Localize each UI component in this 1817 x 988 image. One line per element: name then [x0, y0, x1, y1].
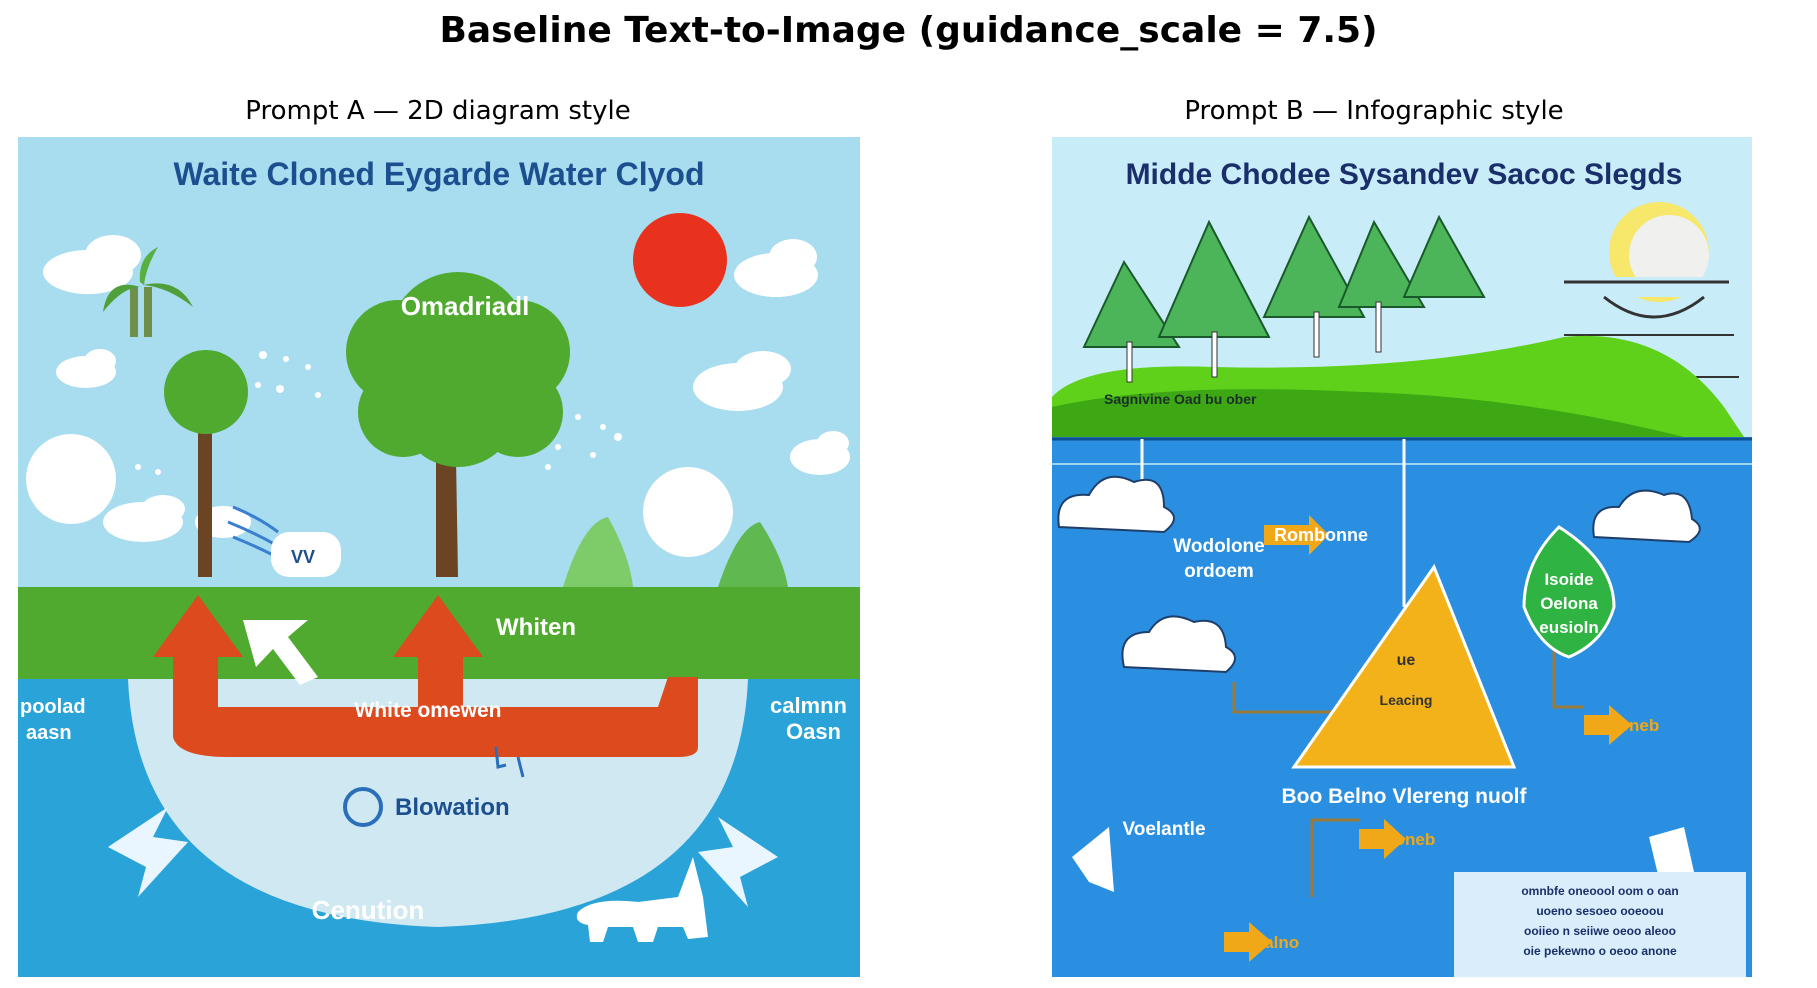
cloud-icon: [1057, 475, 1175, 534]
right-arrow-label: Adoneb: [1596, 716, 1659, 735]
badge-label: VV: [291, 547, 315, 567]
panel-b-heading: Midde Chodee Sysandev Sacoc Slegds: [1126, 158, 1683, 191]
panel-b-title: Prompt B — Infographic style: [1184, 96, 1564, 126]
right-label-1: calmnn: [770, 693, 847, 718]
tree-icon: [164, 350, 248, 577]
rain-drops: [135, 351, 622, 475]
panel-b-image: Midde Chodee Sysandev Sacoc Slegds Sagni…: [964, 137, 1784, 977]
text-box-line: ooiieo n seiiwe oeoo aleoo: [1524, 924, 1676, 938]
sun-icon: [633, 213, 727, 307]
big-tree-icon: [346, 272, 570, 577]
right-label-2: Oasn: [786, 719, 841, 744]
bottom-arrow-label: Meralno: [1234, 933, 1299, 952]
panel-a-image: Waite Cloned Eygarde Water Clyod Omadria…: [18, 137, 860, 977]
left-label-2: aasn: [26, 722, 72, 744]
leaf-icon: [1522, 525, 1616, 659]
sun-icon: [1564, 202, 1739, 378]
text-box-line: uoeno sesoeo ooeoou: [1536, 904, 1663, 918]
cloud-icon: [43, 235, 141, 294]
paper-icon: [1649, 827, 1694, 879]
badge-shape: [271, 532, 341, 577]
text-box: [1454, 872, 1746, 977]
triangle-shape: [1291, 563, 1517, 769]
text-box-line: omnbfe oneoool oom o oan: [1521, 884, 1678, 898]
left-label-1: poolad: [20, 696, 86, 718]
tree-icon: [1082, 214, 1486, 348]
arrow-icon: [1224, 515, 1632, 962]
leaf-label-2: Oelona: [1540, 594, 1598, 613]
tree-trunks: [1126, 301, 1382, 383]
cloud-icon: [734, 239, 818, 297]
white-arrow-icon: [698, 817, 778, 907]
palm-tree-icon: [103, 247, 193, 337]
panel-a-title: Prompt A — 2D diagram style: [245, 96, 631, 126]
cloud-icon: [56, 349, 116, 388]
animal-icon: [576, 857, 708, 942]
hill-text: Sagnivine Oad bu ober: [1104, 391, 1257, 407]
figure-title: Baseline Text-to-Image (guidance_scale =…: [439, 10, 1378, 51]
white-arrow-icon: [108, 807, 188, 897]
arrow-label: White omewen: [354, 699, 501, 722]
white-arrow-icon: [243, 620, 318, 685]
cloud-icon: [693, 351, 791, 411]
tree-label: Omadriadl: [401, 291, 530, 321]
left-label-2: ordoem: [1184, 561, 1254, 582]
cycle-arrow: [153, 595, 698, 757]
wind-lines: [227, 505, 279, 557]
bottom-label-1: Boo Belno Vlereng nuolf: [1282, 785, 1528, 808]
panel-a-heading: Waite Cloned Eygarde Water Clyod: [173, 156, 704, 192]
cloud-icon: [790, 431, 850, 475]
mid-arrow-label: Adoneb: [1372, 830, 1435, 849]
leaf-label-3: eusioln: [1539, 618, 1599, 637]
cloud-icon: [103, 495, 185, 542]
bottom-label-2: Voelantle: [1122, 819, 1205, 840]
bottom-label: Cenution: [312, 895, 425, 925]
text-box-line: oie pekewno o oeoo anone: [1523, 944, 1677, 958]
cloud-icon: [1121, 615, 1236, 674]
drip-marks: [494, 746, 525, 778]
cloud-icon: [1592, 489, 1701, 544]
left-label-1: Wodolone: [1173, 536, 1264, 557]
triangle-label-2: Leacing: [1380, 692, 1433, 708]
sun-small-icon: [343, 787, 383, 827]
hill-shape: [718, 522, 788, 587]
top-arrow-label: Rombonne: [1274, 525, 1368, 545]
center-label: Blowation: [395, 794, 510, 821]
hill-shape: [563, 517, 633, 587]
paper-icon: [1072, 827, 1114, 892]
white-circle: [26, 434, 116, 524]
white-circle: [643, 467, 733, 557]
ground-label: Whiten: [496, 614, 576, 641]
triangle-label-1: ue: [1397, 652, 1416, 669]
leaf-label-1: Isoide: [1544, 570, 1593, 589]
